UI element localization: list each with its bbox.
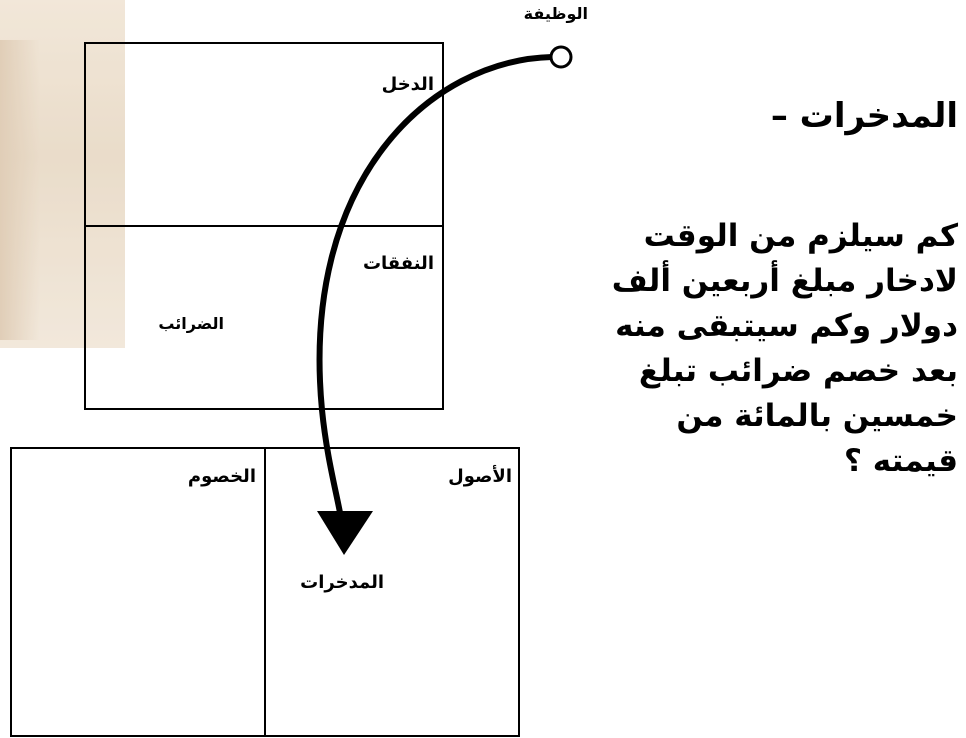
liabilities-label: الخصوم <box>187 466 256 487</box>
assets-liabilities-divider <box>264 447 266 737</box>
question-line: كم سيلزم من الوقت <box>643 218 958 254</box>
question-line: دولار وكم سيتبقى منه <box>615 307 958 344</box>
expenses-label: النفقات <box>362 253 434 274</box>
assets-label: الأصول <box>448 466 512 487</box>
background-photo-shade <box>0 40 40 340</box>
income-label: الدخل <box>381 74 434 95</box>
background-photo <box>0 0 125 348</box>
savings-title: المدخرات – <box>770 96 958 136</box>
question-line: لادخار مبلغ أربعين ألف <box>611 262 958 299</box>
question-line: قيمته ؟ <box>844 442 958 479</box>
income-expenses-divider <box>84 225 444 227</box>
savings-label: المدخرات <box>300 572 384 593</box>
question-line: بعد خصم ضرائب تبلغ <box>638 352 958 389</box>
job-label: الوظيفة <box>523 4 588 23</box>
taxes-label: الضرائب <box>158 314 224 333</box>
savings-question: كم سيلزم من الوقت لادخار مبلغ أربعين ألف… <box>538 214 958 484</box>
question-line: خمسين بالمائة من <box>676 397 958 434</box>
job-circle <box>549 45 573 69</box>
